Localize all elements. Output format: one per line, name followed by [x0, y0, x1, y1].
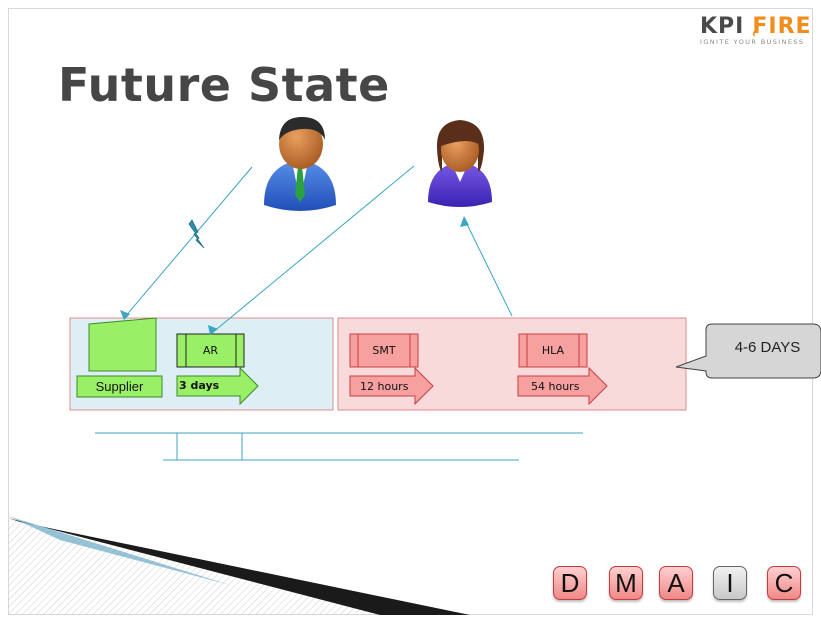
supplier-label: Supplier	[95, 379, 144, 394]
process-label-ar: AR	[202, 344, 219, 357]
person-man-icon	[264, 117, 336, 211]
information-flow-lines	[123, 165, 513, 334]
process-box-hla	[518, 333, 588, 368]
total-lead-time-callout	[675, 323, 821, 379]
arrowhead-customer	[460, 216, 469, 227]
person-woman-icon	[428, 120, 492, 207]
lead-time-arrow-hla	[517, 366, 608, 406]
dmaic-measure-button[interactable]: M	[609, 566, 643, 600]
kpifire-logo: KPI FIRE IGNITE YOUR BUSINESS	[700, 14, 812, 48]
lead-time-label-hla: 54 hours	[531, 380, 580, 393]
page-title: Future State	[58, 58, 390, 112]
supplier-factory-shape	[88, 317, 157, 372]
process-label-hla: HLA	[541, 344, 565, 357]
lightning-icon	[188, 219, 205, 249]
lead-time-label-ar: 3 days	[179, 379, 220, 392]
lead-time-arrow-ar	[176, 366, 259, 406]
flame-icon	[752, 17, 757, 37]
arrowhead-supplier	[120, 310, 130, 320]
process-label-smt: SMT	[372, 344, 396, 357]
total-lead-time-text: 4-6 DAYS	[734, 339, 801, 356]
lead-time-label-smt: 12 hours	[360, 380, 409, 393]
timeline-ladder	[95, 432, 583, 461]
dmaic-analyze-button[interactable]: A	[659, 566, 693, 600]
supplier-label-box	[76, 375, 163, 398]
dmaic-define-button[interactable]: D	[553, 566, 587, 600]
arrowhead-ar	[208, 325, 218, 335]
logo-fire-text: FIRE	[752, 14, 812, 39]
lead-time-arrow-smt	[349, 366, 434, 406]
logo-wordmark: KPI FIRE	[700, 14, 812, 39]
decorative-swoosh	[8, 516, 470, 615]
logo-tagline: IGNITE YOUR BUSINESS	[700, 38, 805, 46]
dmaic-improve-button[interactable]: I	[713, 566, 747, 600]
logo-kpi-text: KPI	[700, 14, 745, 39]
process-box-smt	[349, 333, 419, 368]
dmaic-control-button[interactable]: C	[767, 566, 801, 600]
